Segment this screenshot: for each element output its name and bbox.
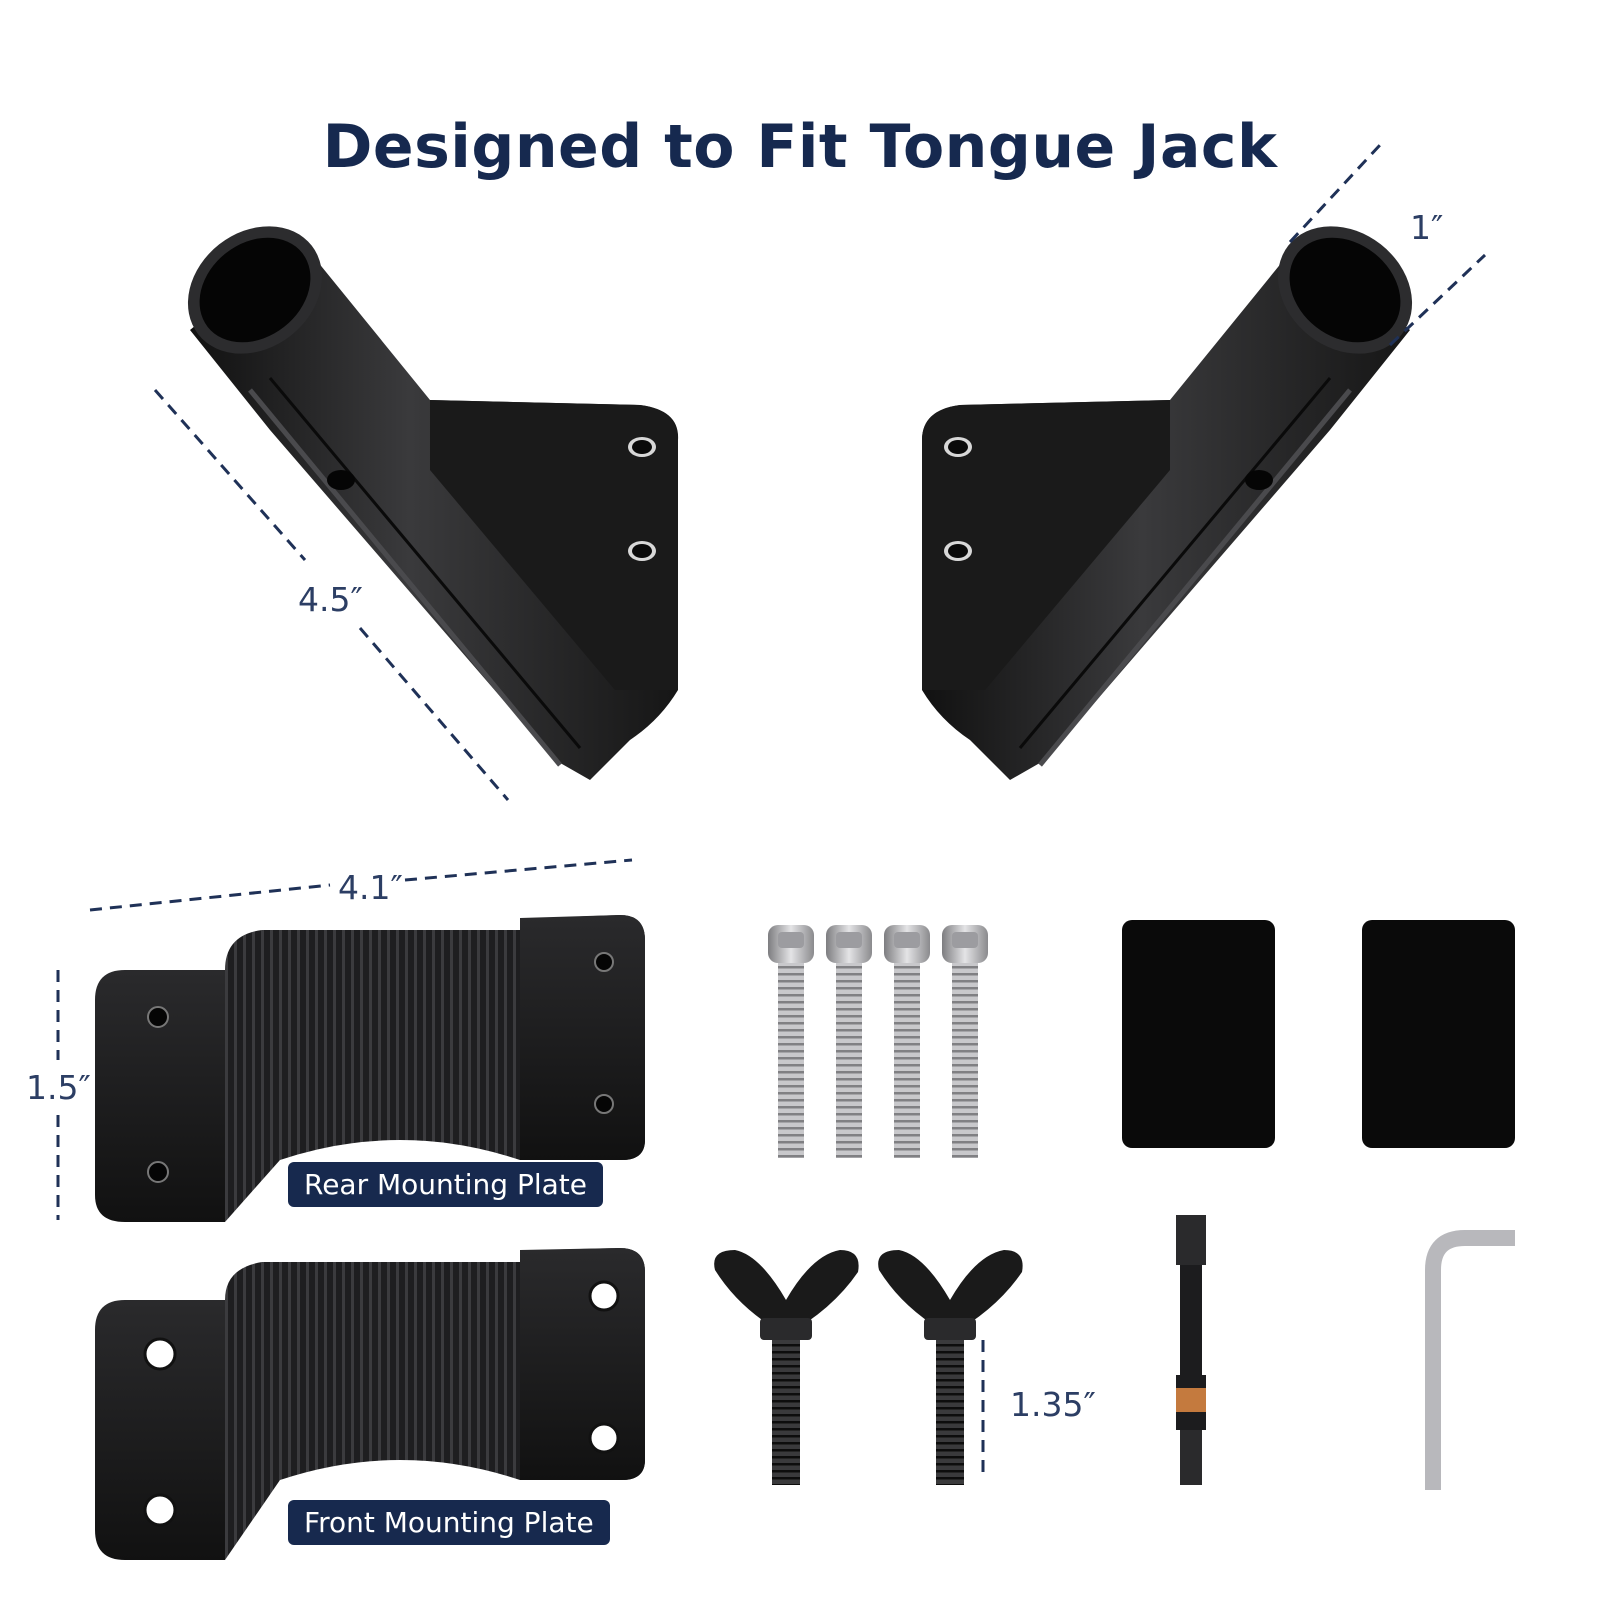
rear-mounting-plate xyxy=(95,915,645,1222)
plate-height-label: 1.5″ xyxy=(26,1068,91,1107)
tube-length-label: 4.5″ xyxy=(298,580,363,619)
right-tube-bracket xyxy=(922,226,1413,780)
tube-diameter-label: 1″ xyxy=(1410,208,1444,247)
hex-driver-bit-icon xyxy=(1176,1215,1206,1485)
wing-bolt-icon xyxy=(878,1250,1023,1485)
rubber-pad-icon xyxy=(1362,920,1515,1148)
front-plate-badge: Front Mounting Plate xyxy=(288,1500,610,1545)
hex-socket-bolt-icon xyxy=(768,925,814,1158)
page-title: Designed to Fit Tongue Jack xyxy=(322,112,1278,182)
hex-socket-bolt-icon xyxy=(884,925,930,1158)
front-mounting-plate xyxy=(95,1248,645,1560)
plate-width-label: 4.1″ xyxy=(338,868,403,907)
wing-bolt-length-label: 1.35″ xyxy=(1010,1385,1096,1424)
dimension-lines xyxy=(56,143,1487,1475)
hex-socket-bolt-icon xyxy=(942,925,988,1158)
left-tube-bracket xyxy=(187,226,679,780)
hex-socket-bolt-icon xyxy=(826,925,872,1158)
rear-plate-badge: Rear Mounting Plate xyxy=(288,1162,603,1207)
wing-bolt-icon xyxy=(714,1250,859,1485)
rubber-pad-icon xyxy=(1122,920,1275,1148)
allen-key-icon xyxy=(1425,1230,1515,1490)
